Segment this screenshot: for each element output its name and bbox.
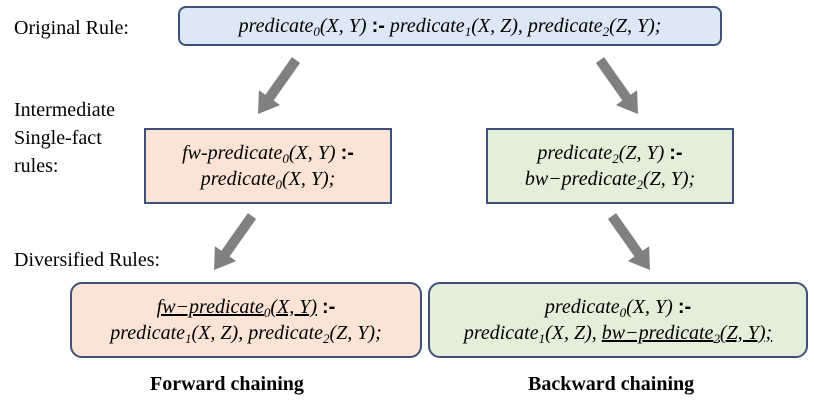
fw-div-head-underlined: fw−predicate0(X, Y) [156,296,318,320]
bw-div-body1-subscript: 1 [538,331,546,346]
fw-int-head-subscript: 0 [282,151,289,166]
bw-int-body-name: bw−predicate [524,168,637,190]
original-body1-name: predicate [389,15,465,37]
bw-div-head-name: predicate [544,296,620,318]
diversified-rules-label: Diversified Rules: [14,249,161,271]
original-rule-operator: :- [371,15,385,37]
bw-div-body1-name: predicate [463,322,539,344]
original-rule-label: Original Rule: [14,17,129,39]
backward-chaining-caption: Backward chaining [528,373,695,395]
bw-int-body-subscript: 2 [636,177,643,192]
bw-div-body2-name: bw−predicate [601,322,714,344]
bw-int-head-args: (Z, Y) [618,142,665,164]
original-head-subscript: 0 [313,24,320,39]
fw-div-body2-subscript: 2 [323,331,330,346]
backward-intermediate-rule-box: predicate2(Z, Y) :- bw−predicate2(Z, Y); [486,128,734,204]
fw-int-body-name: predicate [200,168,276,190]
original-body2-args: (Z, Y); [609,15,662,37]
bw-int-operator: :- [669,142,683,164]
fw-int-operator: :- [340,142,354,164]
fw-div-body2-name: predicate [248,322,324,344]
fw-div-head-name: fw−predicate [156,296,264,318]
arrow-forward-to-diversified [214,213,257,270]
backward-intermediate-body: bw−predicate2(Z, Y); [525,166,695,192]
fw-div-body2-args: (Z, Y); [329,322,382,344]
original-body1-args: (X, Z), [471,15,523,37]
intermediate-label-line1: Intermediate [14,99,116,121]
fw-int-body-subscript: 0 [275,177,282,192]
bw-int-head-name: predicate [537,142,613,164]
original-body1-subscript: 1 [464,24,472,39]
forward-intermediate-body: predicate0(X, Y); [201,166,336,192]
bw-div-operator: :- [677,296,692,318]
original-head-name: predicate [238,15,314,37]
original-head-args: (X, Y) [319,15,367,37]
fw-div-body1-name: predicate [110,322,186,344]
bw-div-head-subscript: 0 [619,305,627,320]
fw-div-head-subscript: 0 [263,305,271,320]
original-body2-subscript: 2 [602,24,610,39]
forward-diversified-rule-box: fw−predicate0(X, Y) :- predicate1(X, Z),… [70,282,422,358]
original-body2-name: predicate [527,15,603,37]
arrow-backward-to-diversified [607,213,650,270]
backward-intermediate-head: predicate2(Z, Y) :- [537,140,682,166]
forward-diversified-body: predicate1(X, Z), predicate2(Z, Y); [110,320,382,346]
backward-diversified-head: predicate0(X, Y) :- [545,294,691,320]
fw-div-operator: :- [322,296,336,318]
bw-div-body2-underlined: bw−predicate2(Z, Y); [601,322,773,346]
forward-intermediate-head: fw-predicate0(X, Y) :- [182,140,354,166]
fw-div-head-args: (X, Y) [270,296,318,318]
fw-int-body-args: (X, Y); [281,168,336,190]
forward-diversified-head: fw−predicate0(X, Y) :- [157,294,336,320]
fw-int-head-name: fw-predicate [182,142,283,164]
bw-div-body1-args: (X, Z), [545,322,597,344]
bw-div-body2-subscript: 2 [713,331,720,346]
intermediate-label-line2: Single-fact [14,127,102,149]
forward-chaining-caption: Forward chaining [150,373,304,395]
arrow-original-to-backward [595,57,638,114]
bw-div-body2-args: (Z, Y); [719,322,773,344]
fw-int-head-args: (X, Y) [288,142,336,164]
bw-int-head-subscript: 2 [612,151,619,166]
bw-int-body-args: (Z, Y); [642,168,696,190]
fw-div-body1-subscript: 1 [185,331,192,346]
forward-intermediate-rule-box: fw-predicate0(X, Y) :- predicate0(X, Y); [144,128,392,204]
intermediate-label-line3: rules: [14,155,59,177]
backward-diversified-rule-box: predicate0(X, Y) :- predicate1(X, Z), bw… [428,282,808,358]
original-rule-text: predicate0(X, Y) :- predicate1(X, Z), pr… [239,13,662,39]
fw-div-body1-args: (X, Z), [191,322,244,344]
bw-div-head-args: (X, Y) [626,296,673,318]
backward-diversified-body: predicate1(X, Z), bw−predicate2(Z, Y); [464,320,772,346]
arrow-original-to-forward [258,57,301,114]
original-rule-box: predicate0(X, Y) :- predicate1(X, Z), pr… [178,6,722,46]
